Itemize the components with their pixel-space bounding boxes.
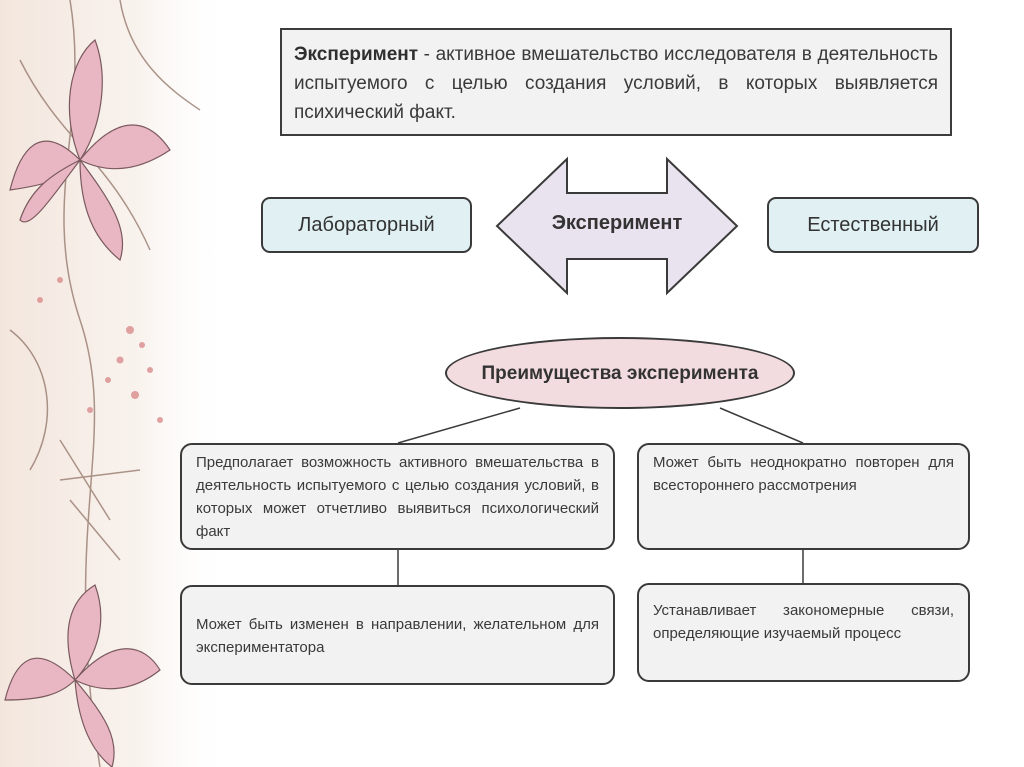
definition-term: Эксперимент xyxy=(294,44,419,65)
advantage-box-4: Устанавливает закономерные связи, опреде… xyxy=(637,583,970,682)
floral-decoration xyxy=(0,0,230,767)
laboratory-type-label: Лабораторный xyxy=(298,213,435,236)
advantages-title-ellipse: Преимущества эксперимента xyxy=(445,337,795,409)
advantage-text-4: Устанавливает закономерные связи, опреде… xyxy=(653,602,954,642)
natural-type-label: Естественный xyxy=(807,213,939,236)
advantage-text-3: Может быть изменен в направлении, желате… xyxy=(196,616,599,656)
advantages-title: Преимущества эксперимента xyxy=(481,362,759,384)
definition-text: - активное вмешательство исследователя в… xyxy=(294,44,938,123)
connector-to-box-1 xyxy=(397,407,521,444)
advantage-text-2: Может быть неоднократно повторен для все… xyxy=(653,454,954,494)
advantage-box-3: Может быть изменен в направлении, желате… xyxy=(180,585,615,685)
advantage-box-1: Предполагает возможность активного вмеша… xyxy=(180,443,615,550)
natural-type-box: Естественный xyxy=(767,197,979,253)
connector-to-box-2 xyxy=(719,407,804,444)
advantage-text-1: Предполагает возможность активного вмеша… xyxy=(196,454,599,540)
double-arrow xyxy=(495,156,739,296)
arrow-label: Эксперимент xyxy=(551,212,683,234)
laboratory-type-box: Лабораторный xyxy=(261,197,472,253)
advantage-box-2: Может быть неоднократно повторен для все… xyxy=(637,443,970,550)
definition-box: Эксперимент - активное вмешательство исс… xyxy=(280,28,952,136)
